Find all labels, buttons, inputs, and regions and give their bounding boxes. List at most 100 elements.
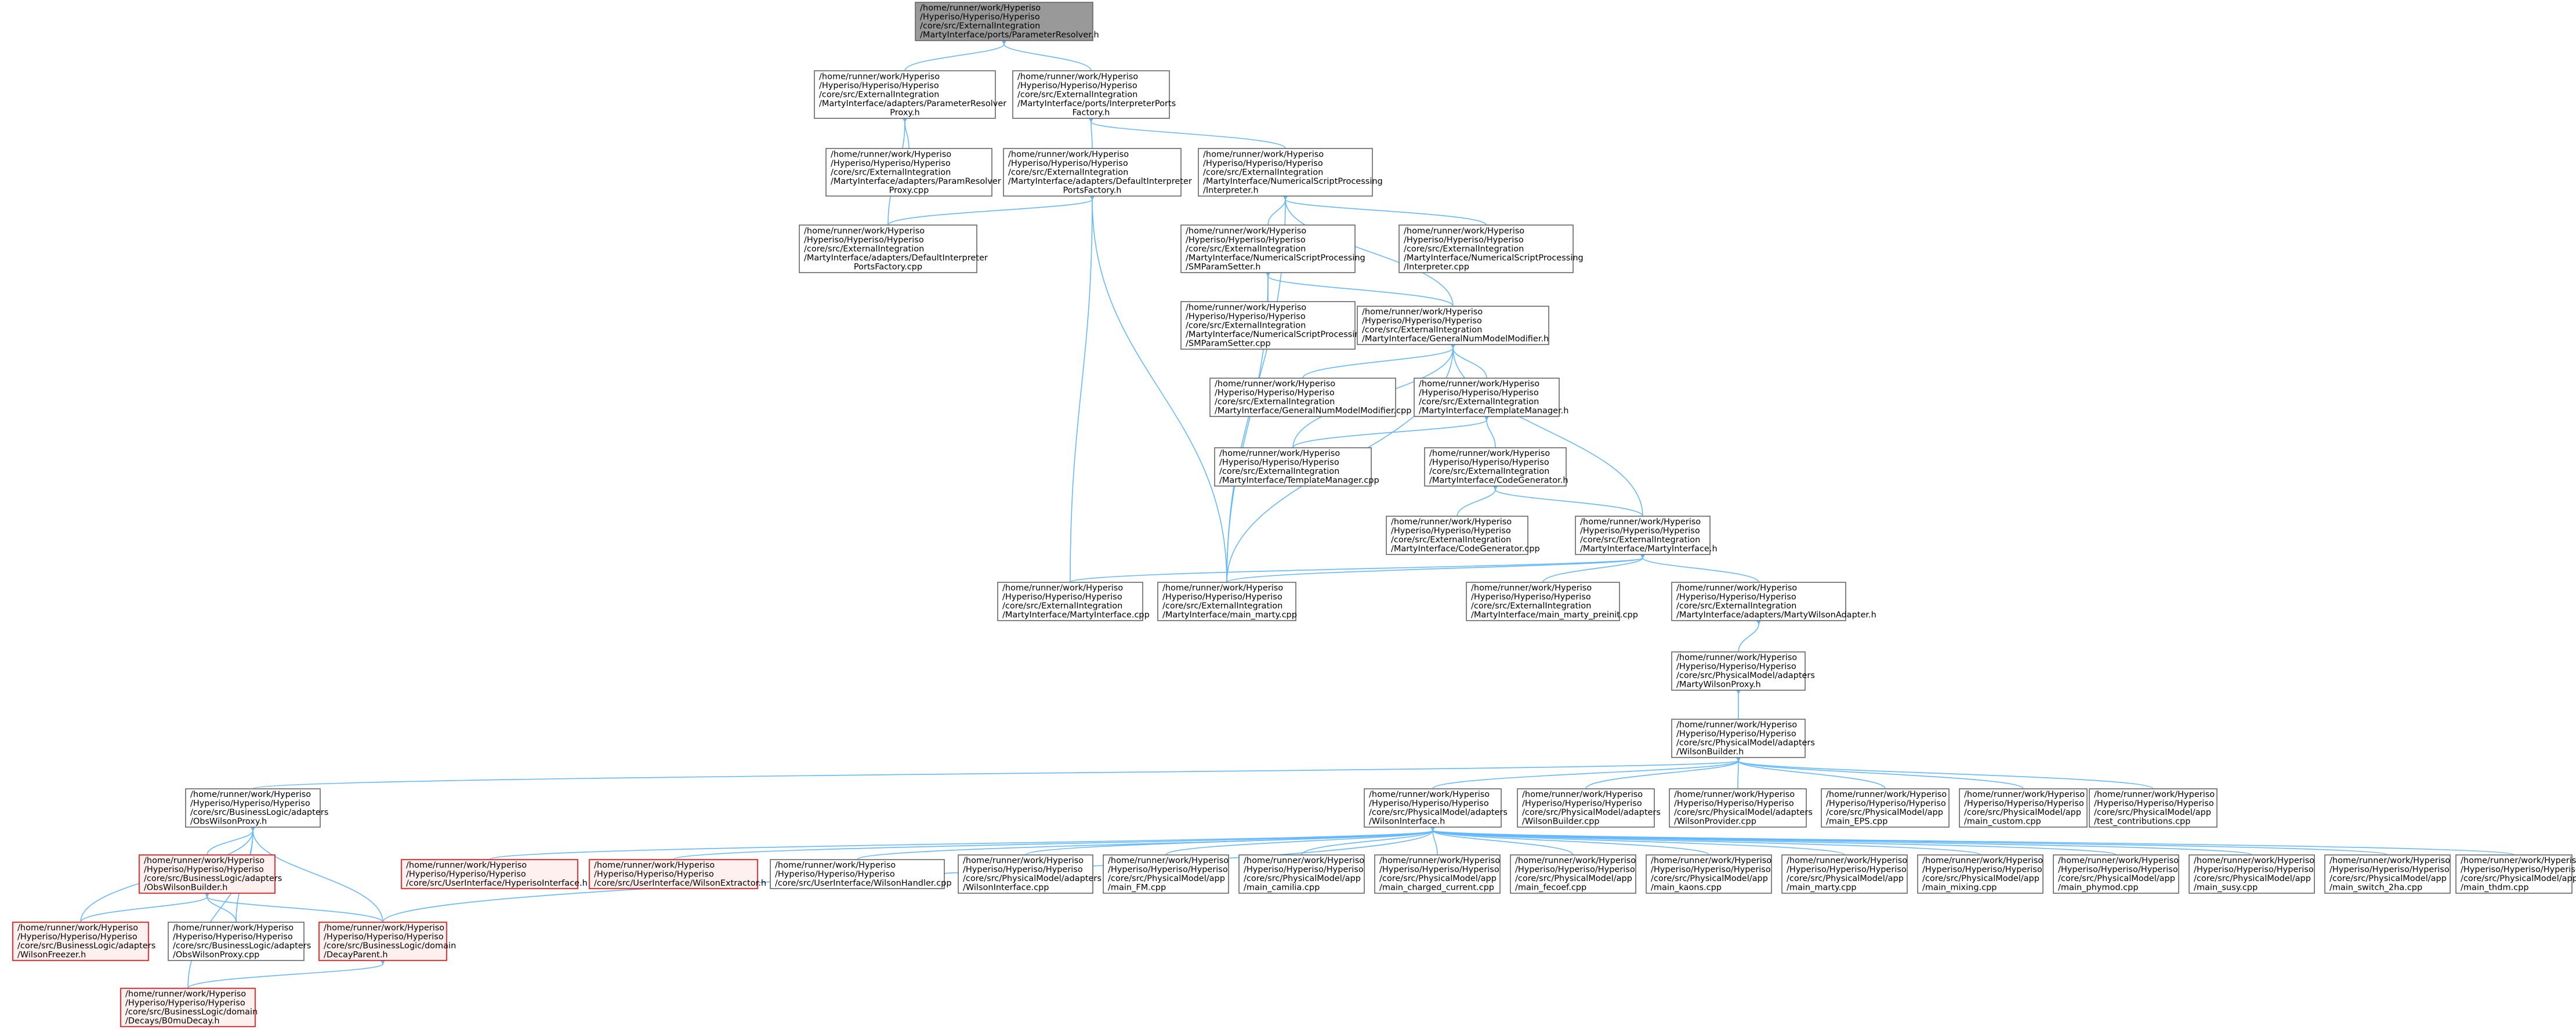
node-mi_cpp[interactable]: /home/runner/work/Hyperiso/Hyperiso/Hype… xyxy=(997,582,1150,621)
node-wf_h[interactable]: /home/runner/work/Hyperiso/Hyperiso/Hype… xyxy=(12,922,155,961)
node-main_camilia[interactable]: /home/runner/work/Hyperiso/Hyperiso/Hype… xyxy=(1238,854,1365,894)
node-box xyxy=(185,788,321,828)
node-label-line: /home/runner/work/Hyperiso xyxy=(1787,856,1907,865)
node-label-line: /Hyperiso/Hyperiso/Hyperiso xyxy=(594,869,714,879)
node-main_phymod[interactable]: /home/runner/work/Hyperiso/Hyperiso/Hype… xyxy=(2053,854,2179,894)
node-tm_h[interactable]: /home/runner/work/Hyperiso/Hyperiso/Hype… xyxy=(1414,378,1569,417)
node-wp_cpp[interactable]: /home/runner/work/Hyperiso/Hyperiso/Hype… xyxy=(1669,788,1813,828)
node-ui_wh[interactable]: /home/runner/work/Hyperiso/Hyperiso/Hype… xyxy=(770,859,952,889)
node-label-line: /Hyperiso/Hyperiso/Hyperiso xyxy=(1203,159,1323,168)
node-label-line: /core/src/PhysicalModel/app xyxy=(2194,874,2311,883)
node-main_susy[interactable]: /home/runner/work/Hyperiso/Hyperiso/Hype… xyxy=(2189,854,2315,894)
include-edge-wi_h-to-main_charged xyxy=(1428,823,1438,856)
node-label-line: /core/src/ExternalIntegration xyxy=(1186,244,1306,253)
node-label-line: /home/runner/work/Hyperiso xyxy=(1515,856,1636,865)
node-paramresproxy_h[interactable]: /home/runner/work/Hyperiso/Hyperiso/Hype… xyxy=(814,70,1006,119)
node-box xyxy=(770,859,945,889)
node-label-line: /Hyperiso/Hyperiso/Hyperiso xyxy=(1522,799,1642,809)
node-main_custom[interactable]: /home/runner/work/Hyperiso/Hyperiso/Hype… xyxy=(1959,788,2088,828)
node-main_marty_preinit[interactable]: /home/runner/work/Hyperiso/Hyperiso/Hype… xyxy=(1466,582,1638,621)
node-main_marty_pm[interactable]: /home/runner/work/Hyperiso/Hyperiso/Hype… xyxy=(1781,854,1908,894)
node-cg_cpp[interactable]: /home/runner/work/Hyperiso/Hyperiso/Hype… xyxy=(1386,516,1540,555)
node-mwa_h[interactable]: /home/runner/work/Hyperiso/Hyperiso/Hype… xyxy=(1671,582,1876,621)
node-main_fm[interactable]: /home/runner/work/Hyperiso/Hyperiso/Hype… xyxy=(1103,854,1229,894)
node-main_marty[interactable]: /home/runner/work/Hyperiso/Hyperiso/Hype… xyxy=(1157,582,1297,621)
node-label-line: /home/runner/work/Hyperiso xyxy=(1008,150,1129,159)
node-root[interactable]: /home/runner/work/Hyperiso/Hyperiso/Hype… xyxy=(915,2,1099,41)
node-label-line: /core/src/ExternalIntegration xyxy=(1362,325,1482,335)
node-label-line: /core/src/UserInterface/HyperisoInterfac… xyxy=(406,879,588,888)
node-obswp_cpp[interactable]: /home/runner/work/Hyperiso/Hyperiso/Hype… xyxy=(168,922,311,961)
node-tm_cpp[interactable]: /home/runner/work/Hyperiso/Hyperiso/Hype… xyxy=(1214,447,1379,487)
node-cg_h[interactable]: /home/runner/work/Hyperiso/Hyperiso/Hype… xyxy=(1424,447,1568,487)
node-label-line: /MartyInterface/adapters/ParamResolver xyxy=(831,177,1001,186)
node-box xyxy=(1386,516,1528,555)
node-label-line: /Hyperiso/Hyperiso/Hyperiso xyxy=(2094,799,2214,809)
node-label-line: /Hyperiso/Hyperiso/Hyperiso xyxy=(1391,527,1511,536)
include-edge-tm_h-to-tm_cpp xyxy=(1292,412,1491,448)
node-test_contrib[interactable]: /home/runner/work/Hyperiso/Hyperiso/Hype… xyxy=(2089,788,2218,828)
node-wb_h[interactable]: /home/runner/work/Hyperiso/Hyperiso/Hype… xyxy=(1671,719,1815,758)
node-label-line: /MartyInterface/NumericalScriptProcessin… xyxy=(1186,253,1365,263)
include-edge-wb_h-to-wi_h xyxy=(1432,753,1743,789)
node-default_interp_cpp[interactable]: /home/runner/work/Hyperiso/Hyperiso/Hype… xyxy=(799,224,988,273)
node-label-line: /core/src/ExternalIntegration xyxy=(1676,601,1796,611)
node-interpreter_cpp[interactable]: /home/runner/work/Hyperiso/Hyperiso/Hype… xyxy=(1398,224,1584,273)
node-ui_we[interactable]: /home/runner/work/Hyperiso/Hyperiso/Hype… xyxy=(589,859,766,889)
node-b0d_h[interactable]: /home/runner/work/Hyperiso/Hyperiso/Hype… xyxy=(120,988,258,1027)
node-label-line: /MartyInterface/TemplateManager.cpp xyxy=(1219,476,1379,485)
node-main_mixing[interactable]: /home/runner/work/Hyperiso/Hyperiso/Hype… xyxy=(1917,854,2044,894)
node-dp_h[interactable]: /home/runner/work/Hyperiso/Hyperiso/Hype… xyxy=(318,922,456,961)
node-box xyxy=(1364,788,1502,828)
node-label-line: /Hyperiso/Hyperiso/Hyperiso xyxy=(1002,593,1122,602)
node-box xyxy=(1003,148,1182,197)
node-box xyxy=(12,922,149,961)
node-label-line: /Hyperiso/Hyperiso/Hyperiso xyxy=(920,13,1040,22)
node-box xyxy=(1198,148,1373,197)
node-box xyxy=(1209,378,1396,417)
node-main_eps[interactable]: /home/runner/work/Hyperiso/Hyperiso/Hype… xyxy=(1821,788,1950,828)
node-main_switch[interactable]: /home/runner/work/Hyperiso/Hyperiso/Hype… xyxy=(2324,854,2451,894)
include-edge-obswp_h-to-b0d_h xyxy=(187,823,258,989)
node-wb_cpp[interactable]: /home/runner/work/Hyperiso/Hyperiso/Hype… xyxy=(1517,788,1661,828)
node-smparam_cpp[interactable]: /home/runner/work/Hyperiso/Hyperiso/Hype… xyxy=(1180,301,1365,350)
node-gnm_cpp[interactable]: /home/runner/work/Hyperiso/Hyperiso/Hype… xyxy=(1209,378,1411,417)
node-default_interp_h[interactable]: /home/runner/work/Hyperiso/Hyperiso/Hype… xyxy=(1003,148,1192,197)
node-main_thdm[interactable]: /home/runner/work/Hyperiso/Hyperiso/Hype… xyxy=(2455,854,2576,894)
node-box xyxy=(1781,854,1908,894)
node-smparam_h[interactable]: /home/runner/work/Hyperiso/Hyperiso/Hype… xyxy=(1180,224,1365,273)
node-label-line: Factory.h xyxy=(1073,108,1110,117)
node-interpreter_h[interactable]: /home/runner/work/Hyperiso/Hyperiso/Hype… xyxy=(1198,148,1383,197)
node-wi_cpp[interactable]: /home/runner/work/Hyperiso/Hyperiso/Hype… xyxy=(958,854,1102,894)
include-edge-interp_ports_factory_h-to-default_interp_h xyxy=(1086,114,1096,149)
node-mwp_h[interactable]: /home/runner/work/Hyperiso/Hyperiso/Hype… xyxy=(1671,651,1815,691)
node-main_fecoef[interactable]: /home/runner/work/Hyperiso/Hyperiso/Hype… xyxy=(1510,854,1636,894)
node-label-line: /core/src/PhysicalModel/app xyxy=(1515,874,1632,883)
node-gnm_h[interactable]: /home/runner/work/Hyperiso/Hyperiso/Hype… xyxy=(1357,306,1549,345)
node-ui_hyper[interactable]: /home/runner/work/Hyperiso/Hyperiso/Hype… xyxy=(401,859,588,889)
node-box xyxy=(1180,301,1356,350)
include-edge-wb_h-to-test_contrib xyxy=(1734,753,2154,789)
node-interp_ports_factory_h[interactable]: /home/runner/work/Hyperiso/Hyperiso/Hype… xyxy=(1012,70,1176,119)
node-label-line: /Hyperiso/Hyperiso/Hyperiso xyxy=(1186,235,1306,245)
node-mi_h[interactable]: /home/runner/work/Hyperiso/Hyperiso/Hype… xyxy=(1575,516,1718,555)
node-box xyxy=(1821,788,1950,828)
node-box xyxy=(958,854,1093,894)
node-label-line: /core/src/BusinessLogic/domain xyxy=(125,1007,258,1017)
node-label-line: /core/src/BusinessLogic/adapters xyxy=(144,874,282,883)
node-box xyxy=(168,922,305,961)
node-label-line: /main_fecoef.cpp xyxy=(1515,883,1586,893)
node-obswb_h[interactable]: /home/runner/work/Hyperiso/Hyperiso/Hype… xyxy=(139,854,282,894)
node-label-line: /MartyInterface/NumericalScriptProcessin… xyxy=(1203,177,1383,186)
include-edge-obswb_h-to-dp_h xyxy=(202,889,383,923)
node-label-line: /core/src/BusinessLogic/domain xyxy=(324,941,456,951)
node-main_kaons[interactable]: /home/runner/work/Hyperiso/Hyperiso/Hype… xyxy=(1646,854,1772,894)
include-edge-gnm_h-to-mi_h xyxy=(1448,340,1643,517)
node-label-line: /main_FM.cpp xyxy=(1108,883,1166,893)
node-label-line: /home/runner/work/Hyperiso xyxy=(1404,226,1524,235)
node-paramresproxy_cpp[interactable]: /home/runner/work/Hyperiso/Hyperiso/Hype… xyxy=(825,148,1001,197)
node-obswp_h[interactable]: /home/runner/work/Hyperiso/Hyperiso/Hype… xyxy=(185,788,328,828)
node-wi_h[interactable]: /home/runner/work/Hyperiso/Hyperiso/Hype… xyxy=(1364,788,1508,828)
node-box xyxy=(1671,582,1846,621)
node-main_charged[interactable]: /home/runner/work/Hyperiso/Hyperiso/Hype… xyxy=(1374,854,1501,894)
